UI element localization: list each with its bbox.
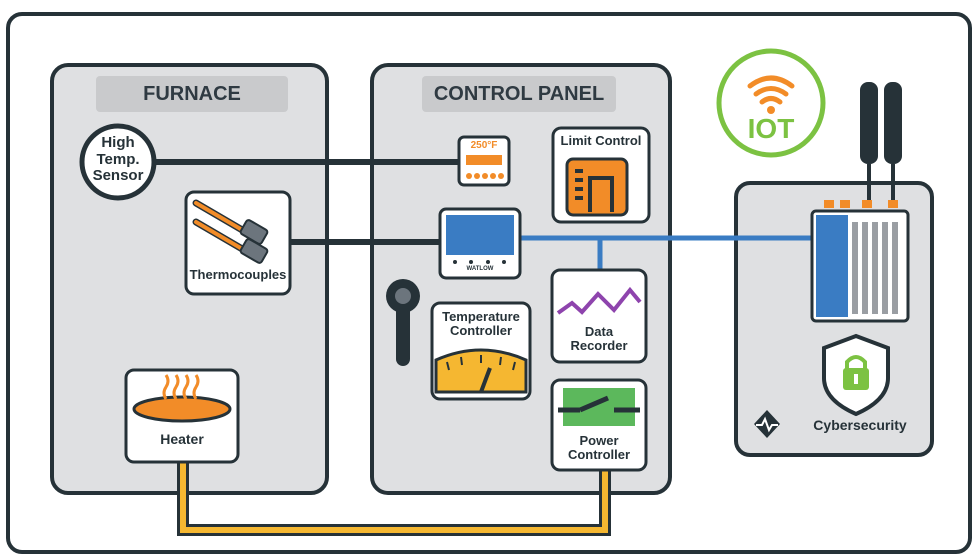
recorder-graph-icon — [556, 286, 642, 315]
iot-gateway-device — [810, 200, 910, 323]
pulse-logo-icon — [754, 410, 780, 438]
door-handle-icon — [386, 279, 420, 366]
data-recorder-label: Data Recorder — [570, 324, 628, 354]
power-controller-label: Power Controller — [567, 433, 631, 463]
limit-control-label: Limit Control — [560, 133, 642, 148]
power-switch-icon — [558, 388, 640, 426]
heater-label: Heater — [160, 431, 204, 447]
small-display-bar — [466, 155, 502, 165]
sensor-label: High Temp. Sensor — [92, 134, 144, 184]
iot-badge-label: IOT — [747, 113, 795, 144]
controller-buttons — [453, 260, 506, 264]
thermocouple-probe-icon — [192, 199, 269, 264]
limit-control-icon — [565, 157, 629, 217]
temperature-controller-label: Temperature Controller — [442, 309, 520, 339]
controller-screen — [446, 215, 514, 255]
antenna-icon — [860, 82, 902, 205]
furnace-title: FURNACE — [96, 76, 288, 112]
controller-brand: WATLOW — [466, 266, 494, 272]
small-display-reading: 250°F — [470, 140, 498, 151]
shield-lock-icon — [822, 333, 890, 417]
thermocouples-label: Thermocouples — [189, 267, 287, 282]
control-panel-title: CONTROL PANEL — [422, 76, 616, 112]
data-recorder-card — [550, 268, 648, 364]
sensor-circle — [79, 123, 157, 201]
cybersecurity-label: Cybersecurity — [813, 417, 907, 433]
wifi-icon — [716, 48, 826, 158]
heater-cable — [180, 462, 608, 533]
gauge-icon — [434, 348, 528, 394]
heater-element-icon — [132, 374, 232, 423]
